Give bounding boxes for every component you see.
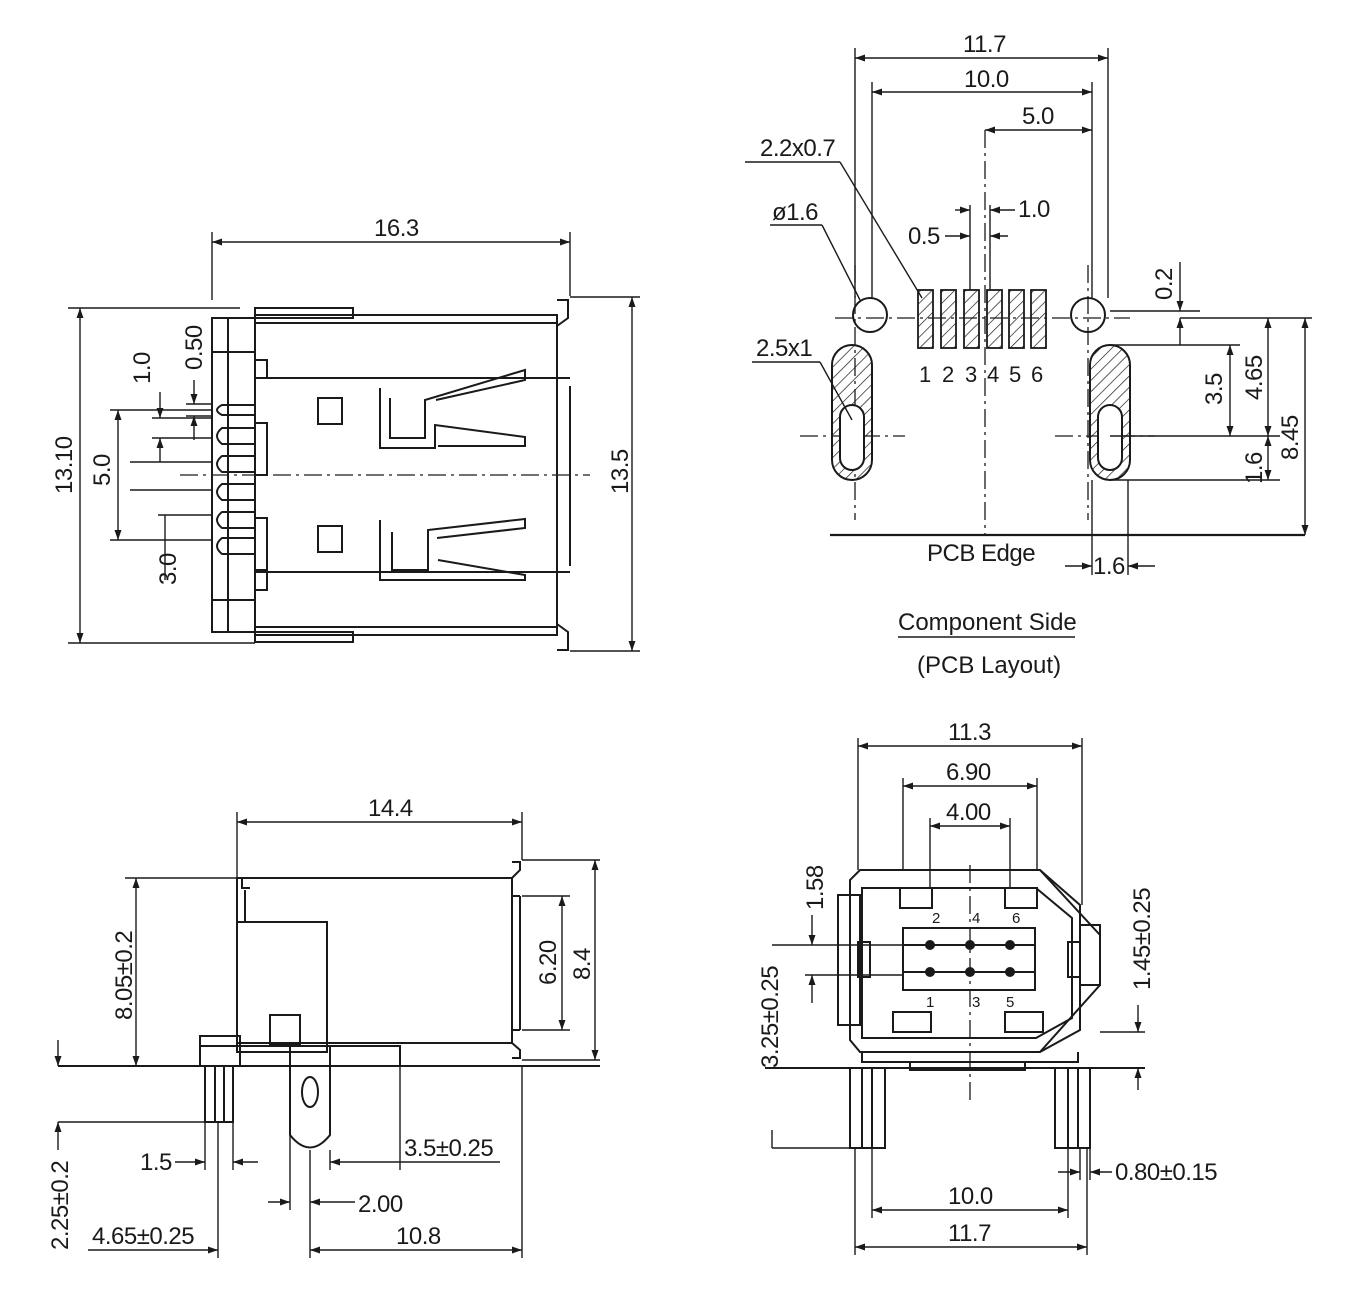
- pad-label-3: 3: [965, 362, 977, 387]
- dim-6-20: 6.20: [535, 940, 562, 985]
- pad-label-2: 2: [942, 362, 954, 387]
- contact-1: [925, 967, 935, 977]
- dim-0-2: 0.2: [1151, 268, 1178, 300]
- top-view-pin: [216, 404, 255, 416]
- dim-10-0-front: 10.0: [948, 1183, 993, 1210]
- dim-5-0-pcb: 5.0: [1022, 103, 1054, 130]
- side-view-post: [289, 1046, 331, 1149]
- dim-2-2x0-7: 2.2x0.7: [760, 135, 835, 162]
- pad-label-4: 4: [987, 362, 999, 387]
- dim-2-00: 2.00: [358, 1191, 403, 1218]
- dim-5-0: 5.0: [89, 454, 116, 486]
- pcb-edge-label: PCB Edge: [927, 540, 1035, 567]
- pad-label-5: 5: [1009, 362, 1021, 387]
- dim-14-4: 14.4: [368, 795, 413, 822]
- contact-2: [925, 940, 935, 950]
- front-leg-left: [849, 1067, 886, 1149]
- dim-8-45: 8.45: [1277, 415, 1304, 460]
- front-pin-3: 3: [972, 994, 980, 1011]
- dim-8-4: 8.4: [569, 948, 596, 980]
- pad-2: [940, 289, 957, 349]
- dim-4-65-0-25: 4.65±0.25: [92, 1223, 194, 1250]
- pad-3: [963, 289, 980, 349]
- dim-0-80: 0.80±0.15: [1115, 1159, 1217, 1186]
- front-pin-1: 1: [926, 994, 934, 1011]
- side-view-body: [236, 877, 513, 1044]
- dim-10-0: 10.0: [964, 66, 1009, 93]
- pad-6: [1030, 289, 1047, 349]
- dim-11-7: 11.7: [963, 31, 1006, 58]
- dim-4-65: 4.65: [1241, 355, 1268, 400]
- side-view: 14.4 8.05±0.2 6.20 8.4 2.25±0.2 1.5 3.5±…: [47, 795, 600, 1258]
- pcb-layout-view: 1 2 3 4 5 6 PCB Edge 11.7 10.0 5.0 2.2x0…: [745, 31, 1312, 679]
- front-pin-5: 5: [1006, 994, 1014, 1011]
- dim-16-3: 16.3: [374, 215, 419, 242]
- dim-11-7-front: 11.7: [948, 1220, 991, 1247]
- dim-8-05: 8.05±0.2: [111, 931, 138, 1020]
- pad-label-1: 1: [919, 362, 931, 387]
- top-view-pin: [216, 511, 255, 529]
- side-view-leg: [204, 1065, 234, 1123]
- contact-block: [902, 927, 1036, 991]
- component-side-title: Component Side: [898, 609, 1077, 636]
- dim-3-5: 3.5: [1201, 373, 1228, 405]
- dim-3-25: 3.25±0.25: [757, 966, 784, 1068]
- front-view: 2 4 6 1 3 5 11.3 6.90 4.00: [757, 719, 1218, 1255]
- dim-1-6-h: 1.6: [1093, 553, 1125, 580]
- dim-6-90: 6.90: [946, 759, 991, 786]
- top-view-pin: [216, 537, 255, 555]
- pad-label-6: 6: [1031, 362, 1043, 387]
- top-view-pin: [216, 455, 255, 473]
- top-view: 16.3 13.10 13.5 0.50 1.0 5.0 3.0: [51, 215, 640, 652]
- dim-2-25: 2.25±0.2: [47, 1161, 74, 1250]
- dim-0-50: 0.50: [181, 325, 208, 370]
- mounting-hole-right: [1070, 297, 1106, 333]
- dim-11-3: 11.3: [948, 719, 991, 746]
- contact-6: [1005, 940, 1015, 950]
- pad-5: [1008, 289, 1025, 349]
- contact-5: [1005, 967, 1015, 977]
- dim-1-45: 1.45±0.25: [1129, 888, 1156, 990]
- dim-0-5: 0.5: [908, 223, 940, 250]
- dim-1-58: 1.58: [802, 865, 829, 910]
- dim-13-10: 13.10: [51, 436, 78, 494]
- front-view-shell: [849, 869, 1081, 1053]
- dim-2-5x1: 2.5x1: [756, 335, 812, 362]
- side-view-base: [199, 1045, 401, 1067]
- dim-1-0-pcb: 1.0: [1018, 196, 1050, 223]
- dim-1-6-v: 1.6: [1241, 452, 1268, 484]
- dim-3-5-0-25: 3.5±0.25: [404, 1135, 493, 1162]
- pad-array: [917, 289, 1047, 349]
- front-pin-6: 6: [1012, 910, 1020, 927]
- front-pin-2: 2: [932, 910, 940, 927]
- top-view-pin: [216, 427, 255, 445]
- front-pin-4: 4: [972, 910, 980, 927]
- dim-13-5: 13.5: [607, 449, 634, 494]
- front-leg-right: [1054, 1067, 1091, 1149]
- mounting-hole-left: [852, 297, 888, 333]
- dim-4-00: 4.00: [946, 799, 991, 826]
- pad-1: [917, 289, 934, 349]
- dim-dia-1-6: ø1.6: [772, 199, 818, 226]
- dim-1-0: 1.0: [129, 352, 156, 384]
- dim-10-8: 10.8: [396, 1223, 441, 1250]
- dim-3-0: 3.0: [155, 553, 182, 585]
- dim-1-5: 1.5: [140, 1149, 172, 1176]
- pad-4: [986, 289, 1003, 349]
- top-view-pin: [216, 483, 255, 501]
- pcb-layout-subtitle: (PCB Layout): [917, 652, 1061, 679]
